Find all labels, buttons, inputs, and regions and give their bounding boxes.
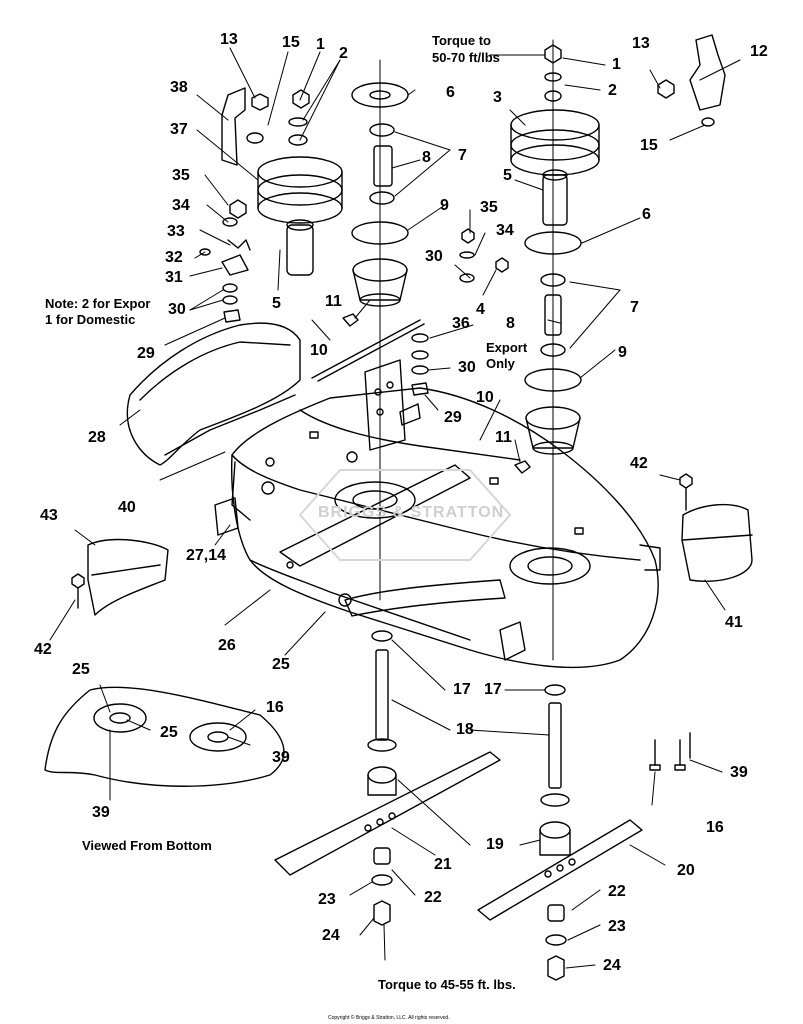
- note-line-2: 1 for Domestic: [45, 312, 136, 327]
- callout-16-inset: 16: [266, 699, 284, 716]
- callout-34: 34: [172, 197, 190, 214]
- belt-shield-right: [681, 503, 753, 582]
- callout-5: 5: [272, 295, 281, 312]
- callout-18: 18: [456, 721, 474, 738]
- callout-11-right: 11: [495, 429, 512, 446]
- callout-33: 33: [167, 223, 185, 240]
- callout-22-left: 22: [424, 889, 442, 906]
- callout-13: 13: [220, 31, 238, 48]
- callout-25-inset-b: 25: [160, 724, 178, 741]
- callout-8-right: 8: [506, 315, 515, 332]
- callout-9-right: 9: [618, 344, 627, 361]
- discharge-chute: [126, 322, 301, 466]
- callout-34-center: 34: [496, 222, 514, 239]
- callout-29: 29: [137, 345, 155, 362]
- callout-17-left: 17: [453, 681, 471, 698]
- viewed-from-bottom-label: Viewed From Bottom: [82, 838, 212, 853]
- callout-43: 43: [40, 507, 58, 524]
- callout-29-export: 29: [444, 409, 462, 426]
- callout-39-inset-b: 39: [92, 804, 110, 821]
- callout-13-right: 13: [632, 35, 650, 52]
- callout-9-center: 9: [440, 197, 449, 214]
- export-only-line-1: Export: [486, 340, 528, 355]
- callout-41: 41: [725, 614, 743, 631]
- torque-top-value: 50-70 ft/lbs: [432, 50, 500, 65]
- watermark-emblem: [299, 469, 511, 561]
- callout-12: 12: [750, 43, 768, 60]
- bottom-view-inset: [44, 686, 285, 787]
- callout-6-center: 6: [446, 84, 455, 101]
- callout-19: 19: [486, 836, 504, 853]
- callout-40: 40: [118, 499, 136, 516]
- callout-2-right: 2: [608, 82, 617, 99]
- callout-22-right: 22: [608, 883, 626, 900]
- left-pulley-stack: [199, 89, 343, 323]
- callout-7-center: 7: [458, 147, 467, 164]
- callout-39-right: 39: [730, 764, 748, 781]
- callout-36: 36: [452, 315, 470, 332]
- note-line-1: Note: 2 for Expor: [45, 296, 151, 311]
- torque-bottom-label: Torque to 45-55 ft. lbs.: [378, 977, 516, 992]
- callout-23-right: 23: [608, 918, 626, 935]
- leader-lines: [49, 47, 741, 969]
- callout-35-center: 35: [480, 199, 498, 216]
- callout-26: 26: [218, 637, 236, 654]
- shield-left: [87, 538, 169, 616]
- callout-38: 38: [170, 79, 188, 96]
- callout-24-right: 24: [603, 957, 621, 974]
- callout-23-left: 23: [318, 891, 336, 908]
- callout-6-right: 6: [642, 206, 651, 223]
- callout-30-export: 30: [458, 359, 476, 376]
- lower-right-blade-assembly: [477, 684, 643, 981]
- callout-31: 31: [165, 269, 183, 286]
- callout-21: 21: [434, 856, 452, 873]
- idler-bracket-right: [689, 34, 726, 111]
- callout-25-inset-a: 25: [72, 661, 90, 678]
- copyright-notice: Copyright © Briggs & Stratton, LLC. All …: [328, 1015, 450, 1021]
- callout-4: 4: [476, 301, 485, 318]
- callout-5-right: 5: [503, 167, 512, 184]
- callout-16-right: 16: [706, 819, 724, 836]
- callout-8-center: 8: [422, 149, 431, 166]
- callout-24-left: 24: [322, 927, 340, 944]
- callout-10-right: 10: [476, 389, 494, 406]
- callout-1: 1: [316, 36, 325, 53]
- callout-17-right: 17: [484, 681, 502, 698]
- callout-30: 30: [168, 301, 186, 318]
- center-spindle-stack: [311, 59, 509, 601]
- callout-25: 25: [272, 656, 290, 673]
- callout-35: 35: [172, 167, 190, 184]
- watermark-text: BRIGGS & STRATTON: [318, 504, 505, 521]
- callout-1-right: 1: [612, 56, 621, 73]
- callout-27-14: 27,14: [186, 547, 227, 564]
- callout-15-right: 15: [640, 137, 658, 154]
- deck-bracket: [364, 359, 421, 451]
- callout-42-right: 42: [630, 455, 648, 472]
- callout-28: 28: [88, 429, 106, 446]
- callout-2: 2: [339, 45, 348, 62]
- callout-7-right: 7: [630, 299, 639, 316]
- torque-top-label: Torque to: [432, 33, 491, 48]
- callout-42: 42: [34, 641, 52, 658]
- callout-11-center: 11: [325, 293, 342, 310]
- callout-15: 15: [282, 34, 300, 51]
- export-only-line-2: Only: [486, 356, 515, 371]
- callout-39-inset-a: 39: [272, 749, 290, 766]
- callout-37: 37: [170, 121, 188, 138]
- callout-20: 20: [677, 862, 695, 879]
- right-spindle-stack: [510, 39, 715, 661]
- mower-deck-shell: [214, 387, 661, 669]
- lower-left-blade-assembly: [274, 630, 501, 926]
- callout-3: 3: [493, 89, 502, 106]
- callout-32: 32: [165, 249, 183, 266]
- callout-10-center: 10: [310, 342, 328, 359]
- callout-30-center: 30: [425, 248, 443, 265]
- idler-bracket-left: [221, 87, 246, 166]
- mounting-bolts: [71, 473, 693, 771]
